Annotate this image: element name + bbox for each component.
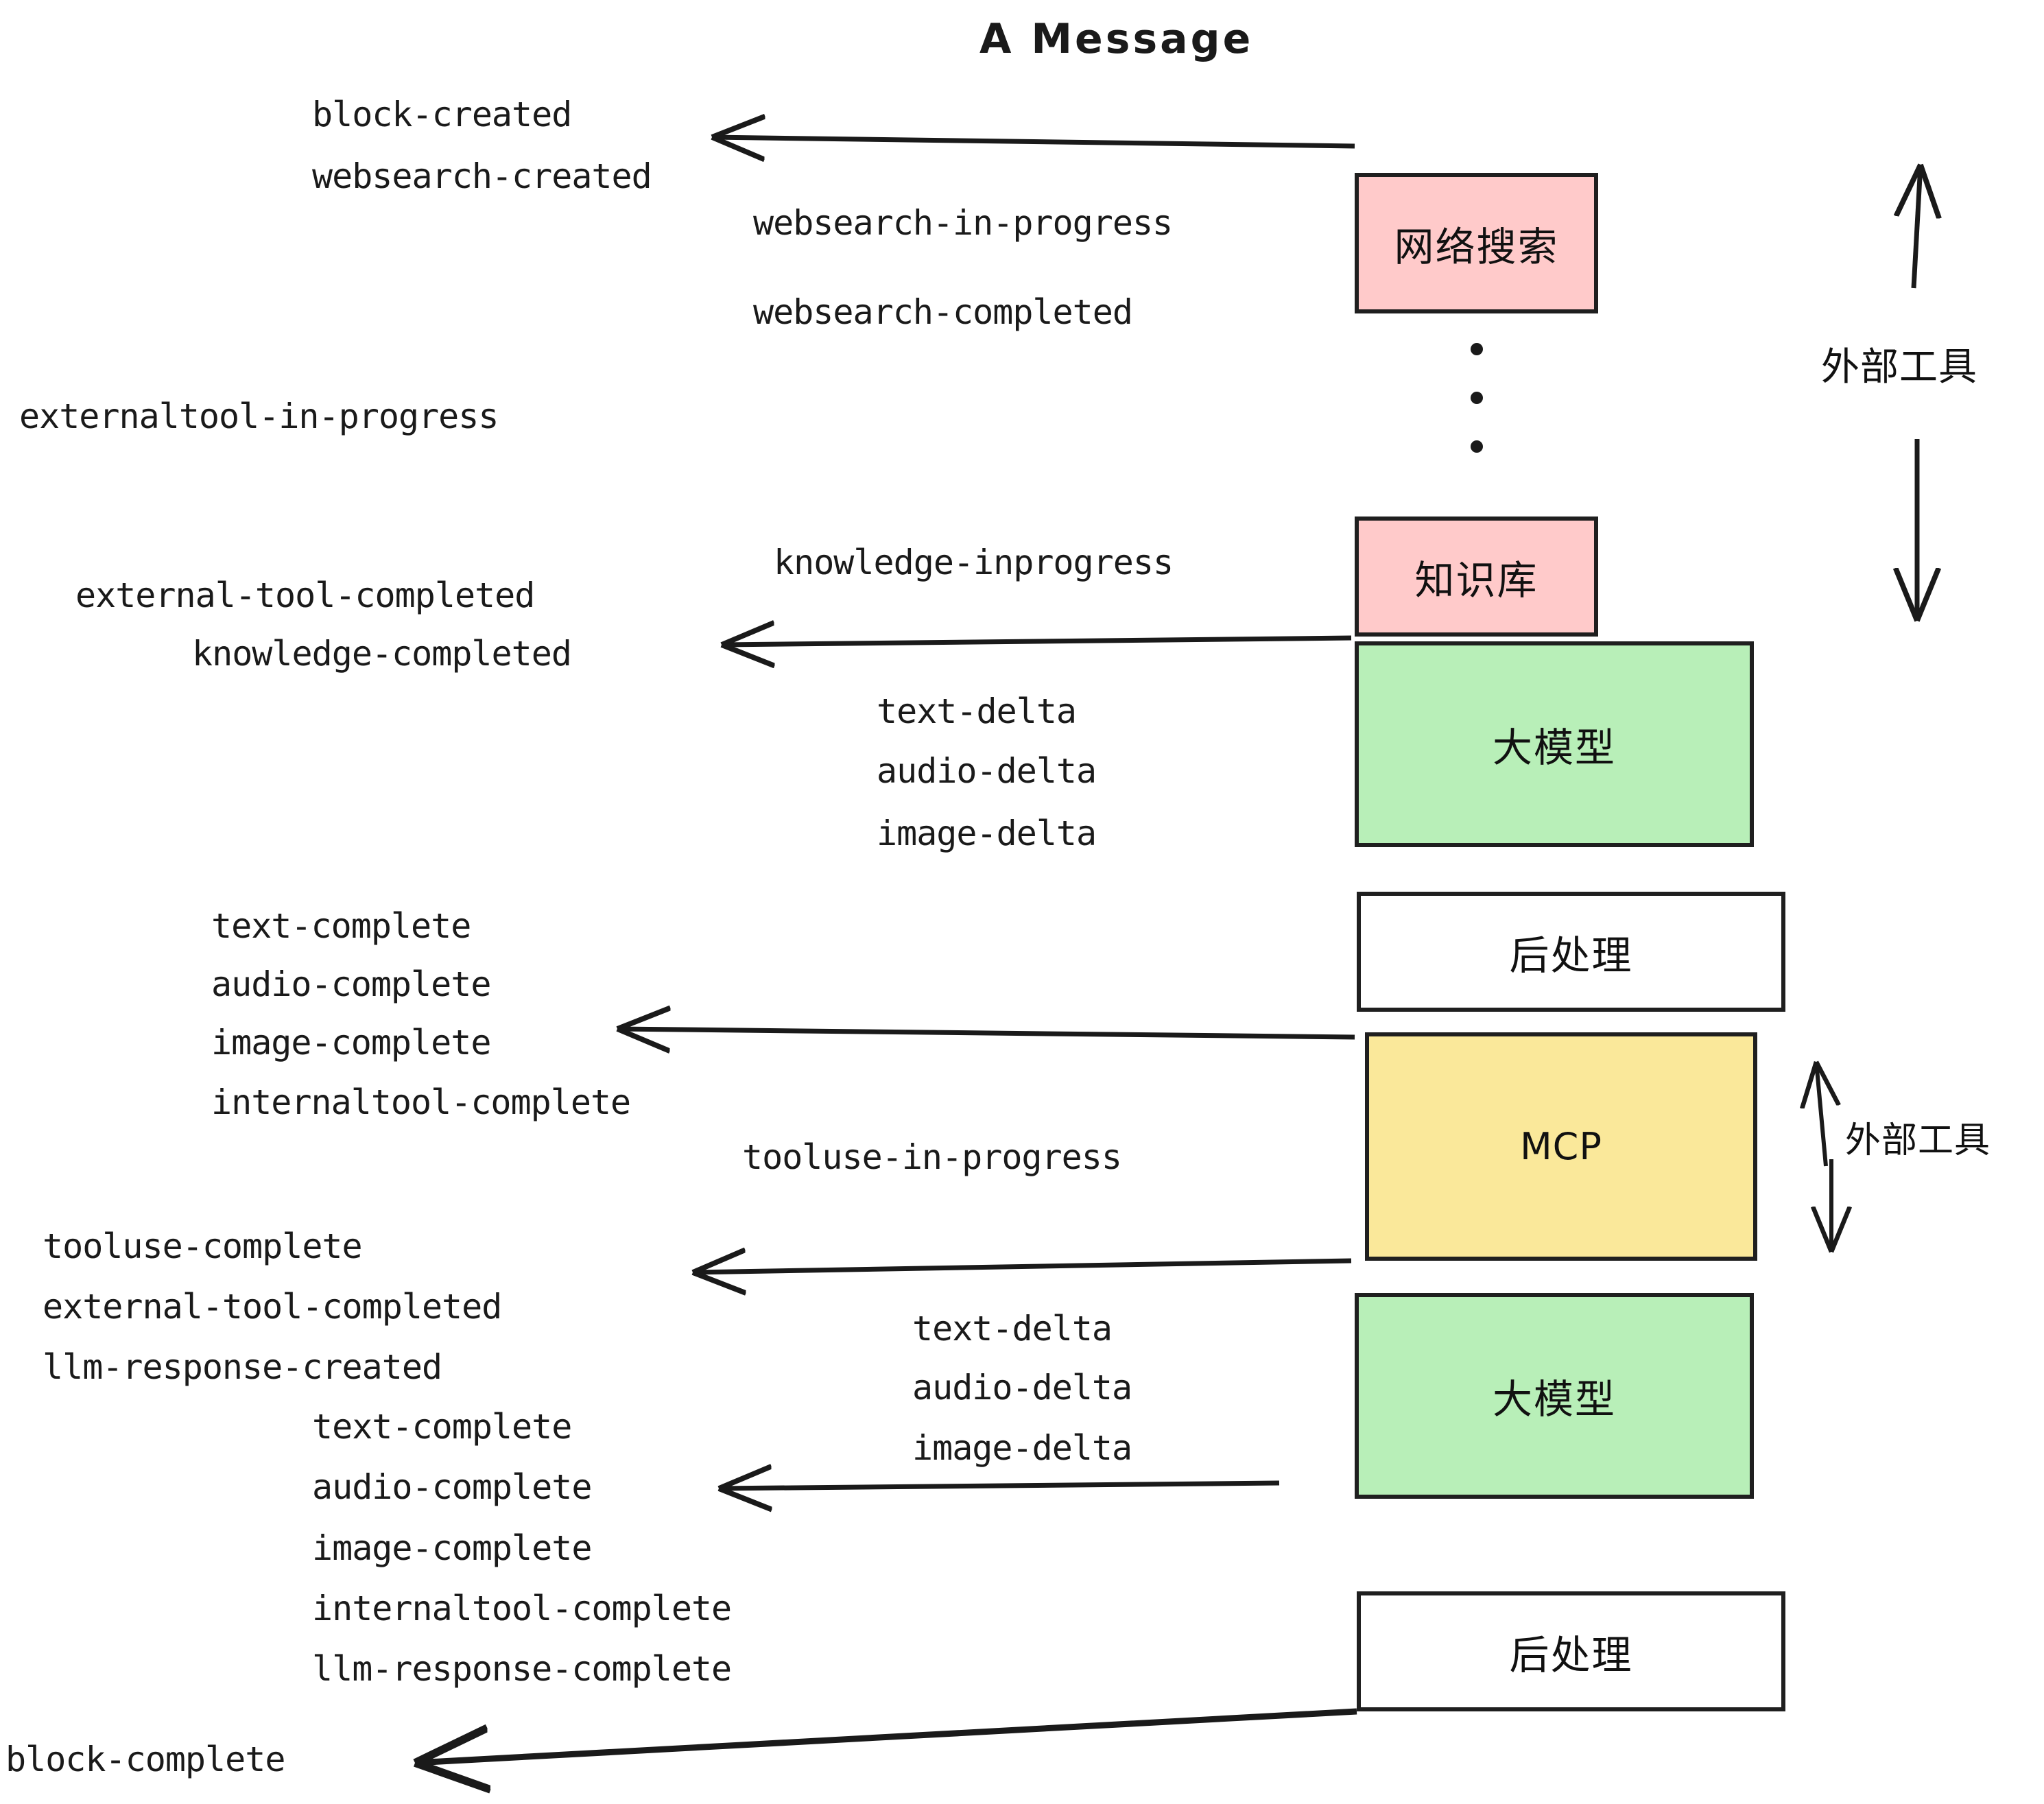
box-llm-top[interactable]: 大模型 [1355,641,1754,847]
event-text-delta-1: text-delta [877,691,1077,731]
arrow-external-tool-bottom-up [1816,1062,1826,1167]
dot-1 [1471,343,1483,355]
event-internaltool-complete-2: internaltool-complete [312,1589,732,1628]
event-image-complete-1: image-complete [211,1023,491,1063]
event-tooluse-in-progress: tooluse-in-progress [742,1137,1122,1177]
event-text-complete-1: text-complete [211,906,471,946]
event-text-delta-2: text-delta [912,1309,1113,1349]
box-knowledge[interactable]: 知识库 [1355,517,1598,637]
event-websearch-completed: websearch-completed [753,292,1133,332]
event-block-complete: block-complete [5,1740,285,1779]
event-text-complete-2: text-complete [312,1407,572,1447]
event-audio-delta-2: audio-delta [912,1368,1132,1408]
event-websearch-in-progress: websearch-in-progress [753,203,1173,243]
event-llm-response-created: llm-response-created [43,1347,442,1387]
event-websearch-created: websearch-created [312,156,652,196]
event-llm-response-complete: llm-response-complete [312,1649,732,1689]
arrow-websearch-to-block-created [712,137,1355,146]
page-title: A Message [979,15,1254,63]
arrow-postprocess-to-block-complete [415,1708,1357,1763]
label-external-tool-bottom: 外部工具 [1845,1120,1991,1161]
box-postprocess-top[interactable]: 后处理 [1357,892,1785,1012]
event-audio-delta-1: audio-delta [877,751,1097,791]
event-tooluse-complete: tooluse-complete [43,1226,363,1266]
event-knowledge-inprogress: knowledge-inprogress [774,543,1174,582]
event-audio-complete-2: audio-complete [312,1467,592,1507]
box-llm-bottom[interactable]: 大模型 [1355,1293,1754,1499]
event-externaltool-in-progress: externaltool-in-progress [19,396,499,436]
event-image-complete-2: image-complete [312,1528,592,1568]
event-block-created: block-created [312,95,572,134]
arrow-external-tool-top-up [1914,165,1921,289]
event-external-tool-completed-2: external-tool-completed [43,1287,502,1327]
event-image-delta-2: image-delta [912,1428,1132,1468]
arrow-llm-to-audio-complete [719,1483,1280,1488]
box-postprocess-bottom[interactable]: 后处理 [1357,1591,1785,1711]
event-image-delta-1: image-delta [877,814,1097,853]
arrow-postprocess-to-image-complete [617,1029,1355,1037]
box-websearch[interactable]: 网络搜索 [1355,173,1598,313]
arrow-mcp-to-tooluse-complete [693,1261,1352,1272]
event-knowledge-completed: knowledge-completed [192,634,572,674]
label-external-tool-top: 外部工具 [1821,345,1977,390]
event-audio-complete-1: audio-complete [211,964,491,1004]
arrow-knowledge-to-completed [722,638,1352,645]
ellipsis-dots [1470,343,1484,453]
dot-2 [1471,392,1483,404]
box-mcp[interactable]: MCP [1365,1032,1757,1261]
event-internaltool-complete-1: internaltool-complete [211,1082,631,1122]
event-external-tool-completed-1: external-tool-completed [75,575,535,615]
dot-3 [1471,440,1483,453]
